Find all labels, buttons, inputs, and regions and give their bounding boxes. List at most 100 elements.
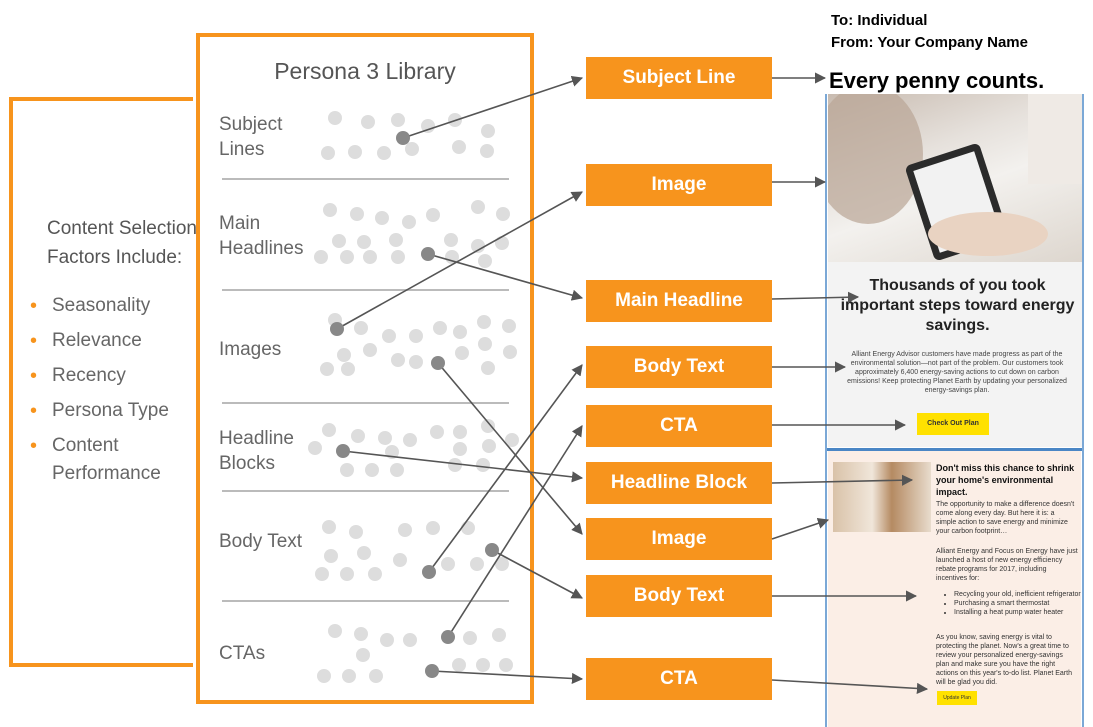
library-dot xyxy=(476,658,490,672)
connector-arrow xyxy=(431,670,584,685)
connector-arrow xyxy=(437,362,583,535)
library-dot xyxy=(505,433,519,447)
library-dot xyxy=(365,463,379,477)
library-dot xyxy=(471,200,485,214)
library-dot xyxy=(348,145,362,159)
component-image-2: Image xyxy=(586,518,772,560)
library-dot xyxy=(321,146,335,160)
library-dot xyxy=(478,254,492,268)
library-dot xyxy=(380,633,394,647)
library-dot xyxy=(323,203,337,217)
connector-arrow xyxy=(336,191,583,330)
library-dot xyxy=(354,321,368,335)
email-body-text: Alliant Energy Advisor customers have ma… xyxy=(847,351,1067,394)
connector-arrow xyxy=(771,679,929,695)
library-dot xyxy=(369,669,383,683)
library-dot xyxy=(444,233,458,247)
library-dot xyxy=(378,431,392,445)
selected-dots xyxy=(330,131,499,678)
component-body-text: Body Text xyxy=(586,346,772,388)
library-dot xyxy=(391,250,405,264)
connector-arrow xyxy=(771,474,914,486)
library-dot xyxy=(502,319,516,333)
connector-arrow xyxy=(771,291,860,303)
library-dot xyxy=(481,361,495,375)
library-dot xyxy=(453,442,467,456)
email-bullet: Installing a heat pump water heater xyxy=(954,608,1088,617)
library-dot xyxy=(308,441,322,455)
connector-arrow xyxy=(402,75,584,139)
selected-dot xyxy=(336,444,350,458)
email-separator xyxy=(825,448,1084,451)
email-frame xyxy=(825,94,1084,727)
library-dot xyxy=(452,140,466,154)
email-cta-button-2[interactable]: Update Plan xyxy=(937,691,977,705)
library-dot xyxy=(349,525,363,539)
selected-dot xyxy=(396,131,410,145)
email-cta-button[interactable]: Check Out Plan xyxy=(917,413,989,435)
email-bullet: Recycling your old, inefficient refriger… xyxy=(954,590,1088,599)
library-dot xyxy=(340,250,354,264)
library-dot xyxy=(461,521,475,535)
library-dot xyxy=(322,520,336,534)
library-dot xyxy=(368,567,382,581)
selected-dot xyxy=(425,664,439,678)
component-image: Image xyxy=(586,164,772,206)
email-hero-image xyxy=(813,84,1083,262)
factors-frame xyxy=(9,97,193,667)
component-cta-2: CTA xyxy=(586,658,772,700)
email-block-image xyxy=(833,462,931,532)
library-dot xyxy=(421,119,435,133)
library-dot xyxy=(375,211,389,225)
library-dot xyxy=(403,633,417,647)
email-to: To: Individual xyxy=(831,12,928,29)
email-subject: Every penny counts. xyxy=(829,68,1045,93)
factors-list: Seasonality Relevance Recency Persona Ty… xyxy=(30,292,182,495)
selected-dot xyxy=(330,322,344,336)
library-dot xyxy=(453,325,467,339)
library-divider xyxy=(222,600,509,602)
component-subject-line: Subject Line xyxy=(586,57,772,99)
library-dot xyxy=(328,111,342,125)
library-dot xyxy=(403,433,417,447)
library-dot xyxy=(389,233,403,247)
library-dot xyxy=(322,423,336,437)
library-dot xyxy=(354,627,368,641)
library-dot xyxy=(337,348,351,362)
library-dot xyxy=(315,567,329,581)
library-divider xyxy=(222,402,509,404)
library-dot xyxy=(481,124,495,138)
library-dot xyxy=(382,329,396,343)
library-dot xyxy=(405,142,419,156)
tablet-photo-icon xyxy=(813,84,1083,261)
email-block-headline: Don't miss this chance to shrink your ho… xyxy=(936,463,1075,497)
library-dot xyxy=(351,429,365,443)
library-divider xyxy=(222,490,509,492)
library-dot xyxy=(402,215,416,229)
library-dot xyxy=(357,546,371,560)
factor-item: Persona Type xyxy=(30,397,182,425)
library-dot xyxy=(503,345,517,359)
library-section-headline-blocks: Headline Blocks xyxy=(219,428,294,474)
connector-arrow xyxy=(447,425,583,638)
library-dot xyxy=(455,346,469,360)
library-dot xyxy=(448,458,462,472)
library-dot xyxy=(342,669,356,683)
library-dot xyxy=(317,669,331,683)
library-dot xyxy=(471,239,485,253)
library-dot xyxy=(363,250,377,264)
email-block-text-2: Alliant Energy and Focus on Energy have … xyxy=(936,548,1078,582)
selected-dot xyxy=(421,247,435,261)
selected-dot xyxy=(422,565,436,579)
component-headline-block: Headline Block xyxy=(586,462,772,504)
library-dot xyxy=(426,208,440,222)
library-dot xyxy=(314,250,328,264)
library-dot xyxy=(391,113,405,127)
connector-arrow xyxy=(491,549,583,599)
library-dot xyxy=(393,553,407,567)
library-dot xyxy=(430,425,444,439)
library-title: Persona 3 Library xyxy=(274,58,456,84)
factor-item: Seasonality xyxy=(30,292,182,320)
library-dot xyxy=(499,658,513,672)
